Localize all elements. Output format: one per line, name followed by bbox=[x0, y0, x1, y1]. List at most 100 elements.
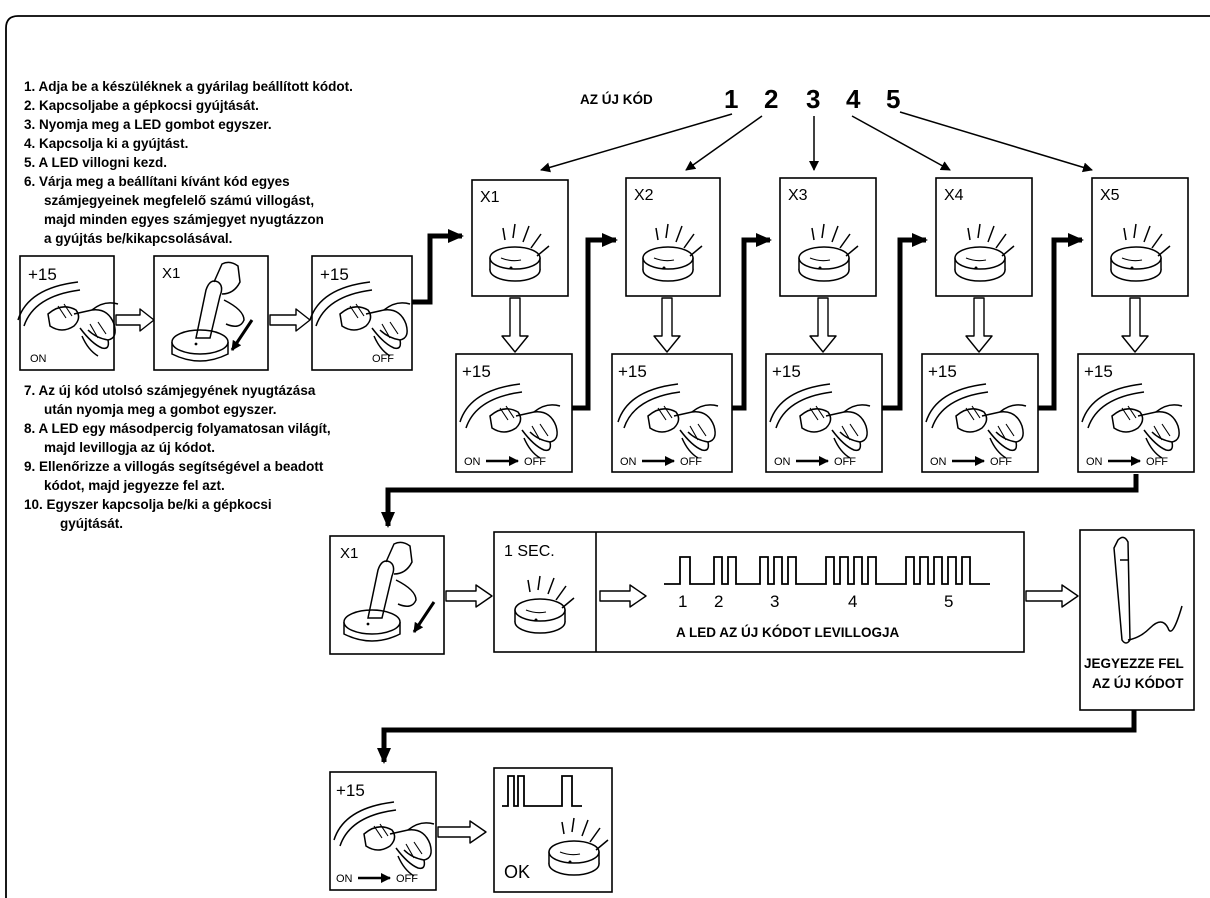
ignition-off-plus-label: +15 bbox=[320, 265, 349, 284]
ok-pulse-pattern bbox=[502, 775, 582, 807]
hollow-down-arrow-3 bbox=[809, 297, 837, 353]
instruction-10a: 10. Egyszer kapcsolja be/ki a gépkocsi bbox=[24, 497, 272, 512]
flash-pulse-train bbox=[664, 556, 990, 585]
off-label-1: OFF bbox=[524, 456, 546, 468]
flash-count-label-4: X4 bbox=[944, 187, 964, 204]
panel-ignition-off: +15 OFF bbox=[309, 255, 413, 371]
code-digits: 1 2 3 4 5 bbox=[724, 84, 900, 114]
panel-ok: OK bbox=[493, 767, 613, 893]
instructions-bottom: 7. Az új kód utolsó számjegyének nyugtáz… bbox=[24, 383, 331, 531]
instruction-7b: után nyomja meg a gombot egyszer. bbox=[44, 402, 277, 417]
pulse-number-1: 1 bbox=[678, 592, 687, 611]
panel-final-ignition: +15 ON OFF bbox=[329, 771, 437, 891]
instruction-5: 5. A LED villogni kezd. bbox=[24, 155, 167, 170]
flow-connector-start bbox=[412, 229, 464, 305]
hollow-down-arrow-2 bbox=[653, 297, 681, 353]
pulse-number-2: 2 bbox=[714, 592, 723, 611]
ignition-plus-label-5: +15 bbox=[1084, 362, 1113, 381]
flow-connector-2 bbox=[732, 233, 772, 411]
hollow-down-arrow-5 bbox=[1121, 297, 1149, 353]
flow-connector-down-1 bbox=[381, 474, 1139, 528]
flash-count-label-2: X2 bbox=[634, 187, 654, 204]
ok-label: OK bbox=[504, 862, 530, 882]
digit-5-pointer bbox=[899, 111, 1093, 173]
panel-press-led: X1 bbox=[153, 255, 269, 371]
ignition-plus-label-4: +15 bbox=[928, 362, 957, 381]
off-label-2: OFF bbox=[680, 456, 702, 468]
instruction-9b: kódot, majd jegyezze fel azt. bbox=[44, 478, 225, 493]
flash-count-label-5: X5 bbox=[1100, 187, 1120, 204]
ignition-plus-label-3: +15 bbox=[772, 362, 801, 381]
on-label-4: ON bbox=[930, 456, 947, 468]
hollow-arrow-inner bbox=[599, 584, 647, 608]
off-label-3: OFF bbox=[834, 456, 856, 468]
press-count-label: X1 bbox=[162, 265, 180, 282]
flow-connector-1 bbox=[572, 233, 618, 411]
on-label-1: ON bbox=[464, 456, 481, 468]
final-plus-label: +15 bbox=[336, 781, 365, 800]
press-direction-arrow bbox=[230, 319, 254, 351]
lower-press-count-label: X1 bbox=[340, 545, 358, 562]
final-on-label: ON bbox=[336, 873, 353, 885]
ignition-on-plus-label: +15 bbox=[28, 265, 57, 284]
on-label-2: ON bbox=[620, 456, 637, 468]
pulse-number-4: 4 bbox=[848, 592, 857, 611]
hollow-down-arrow-4 bbox=[965, 297, 993, 353]
one-second-label: 1 SEC. bbox=[504, 543, 555, 560]
instruction-8b: majd levillogja az új kódot. bbox=[44, 440, 215, 455]
panel-write-down: JEGYEZZE FEL AZ ÚJ KÓDOT bbox=[1079, 529, 1195, 711]
press-direction-arrow bbox=[412, 601, 436, 633]
hollow-arrow-4 bbox=[1025, 584, 1079, 608]
code-digit-4: 4 bbox=[846, 84, 861, 114]
instruction-6a: 6. Várja meg a beállítani kívánt kód egy… bbox=[24, 174, 290, 189]
ignition-off-state-label: OFF bbox=[372, 353, 394, 365]
instruction-10b: gyújtását. bbox=[60, 516, 123, 531]
digit-1-pointer bbox=[540, 113, 733, 173]
panel-ignition-on: +15 ON bbox=[17, 255, 119, 371]
pulse-number-5: 5 bbox=[944, 592, 953, 611]
ignition-plus-label-2: +15 bbox=[618, 362, 647, 381]
instruction-1: 1. Adja be a készüléknek a gyárilag beál… bbox=[24, 79, 353, 94]
step-column-2: X2 +15 ON OFF bbox=[611, 177, 733, 473]
flash-count-label-1: X1 bbox=[480, 189, 500, 206]
step-column-4: X4 +15 ON OFF bbox=[921, 177, 1039, 473]
step-column-3: X3 +15 ON OFF bbox=[765, 177, 883, 473]
final-off-label: OFF bbox=[396, 873, 418, 885]
panel-led-flash-code: 1 SEC. 1 2 3 4 5 A LED AZ ÚJ KÓDOT LEVIL… bbox=[493, 531, 1025, 653]
outer-frame bbox=[5, 15, 1210, 898]
hollow-arrow-2 bbox=[269, 308, 311, 332]
digit-2-pointer bbox=[685, 115, 763, 171]
on-label-3: ON bbox=[774, 456, 791, 468]
instruction-7a: 7. Az új kód utolsó számjegyének nyugtáz… bbox=[24, 383, 316, 398]
code-digit-3: 3 bbox=[806, 84, 820, 114]
ignition-plus-label-1: +15 bbox=[462, 362, 491, 381]
new-code-label: AZ ÚJ KÓD bbox=[580, 92, 653, 107]
code-digit-1: 1 bbox=[724, 84, 738, 114]
code-digit-2: 2 bbox=[764, 84, 778, 114]
instruction-9a: 9. Ellenőrizze a villogás segítségével a… bbox=[24, 459, 324, 474]
instruction-4: 4. Kapcsolja ki a gyújtást. bbox=[24, 136, 188, 151]
pulse-caption: A LED AZ ÚJ KÓDOT LEVILLOGJA bbox=[676, 625, 900, 640]
panel-press-confirm: X1 bbox=[329, 535, 445, 655]
hollow-arrow-5 bbox=[437, 820, 487, 844]
on-label-5: ON bbox=[1086, 456, 1103, 468]
off-label-5: OFF bbox=[1146, 456, 1168, 468]
hollow-down-arrow-1 bbox=[501, 297, 529, 353]
instruction-3: 3. Nyomja meg a LED gombot egyszer. bbox=[24, 117, 272, 132]
flow-connector-down-2 bbox=[377, 710, 1137, 764]
instruction-8a: 8. A LED egy másodpercig folyamatosan vi… bbox=[24, 421, 331, 436]
code-digit-5: 5 bbox=[886, 84, 900, 114]
step-column-1: X1 +15 ON OFF bbox=[455, 179, 573, 473]
ignition-on-state-label: ON bbox=[30, 353, 47, 365]
digit-pointer-arrows bbox=[540, 111, 1093, 173]
instruction-6c: majd minden egyes számjegyet nyugtázzon bbox=[44, 212, 324, 227]
write-note-line-1: JEGYEZZE FEL bbox=[1084, 656, 1184, 671]
instruction-6b: számjegyeinek megfelelő számú villogást, bbox=[44, 193, 314, 208]
flow-connector-3 bbox=[882, 233, 928, 411]
hollow-arrow-1 bbox=[115, 308, 155, 332]
digit-4-pointer bbox=[851, 115, 951, 171]
pulse-number-3: 3 bbox=[770, 592, 779, 611]
flash-count-label-3: X3 bbox=[788, 187, 808, 204]
hollow-arrow-3 bbox=[445, 584, 493, 608]
